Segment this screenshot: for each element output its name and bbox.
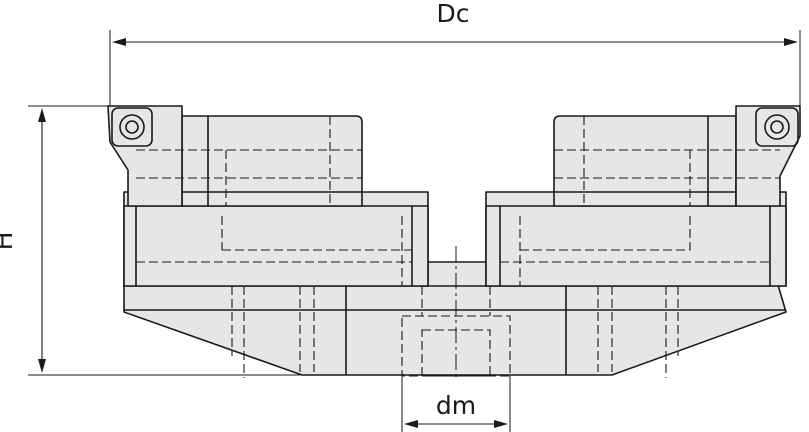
- right-cartridge: [553, 105, 801, 207]
- hidden-lines: [136, 116, 780, 378]
- dimension-dc-label: Dc: [437, 0, 470, 28]
- right-insert: [755, 107, 799, 147]
- left-insert: [111, 107, 153, 147]
- right-pocket-block: [485, 191, 787, 287]
- dimension-h: H: [0, 105, 300, 376]
- dimension-dm-label: dm: [436, 391, 476, 420]
- left-cartridge: [107, 105, 363, 207]
- dimension-h-label: H: [0, 232, 18, 251]
- dimension-dm: dm: [401, 376, 511, 432]
- dimension-dc: Dc: [109, 0, 801, 106]
